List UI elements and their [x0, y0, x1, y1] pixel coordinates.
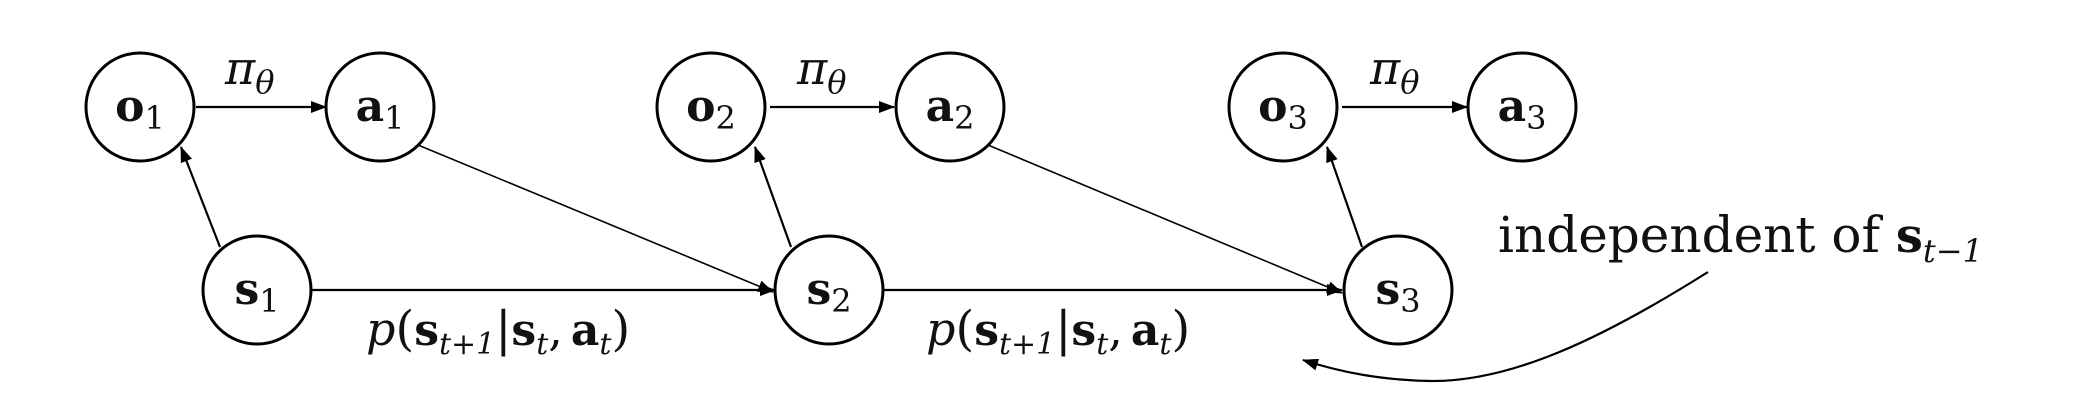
- node-a1: a1: [324, 51, 436, 163]
- node-o3-label: o: [1258, 81, 1287, 132]
- node-a3: a3: [1466, 51, 1578, 163]
- edge-s1-to-o1: [179, 146, 222, 248]
- node-o1: o1: [84, 51, 196, 163]
- svg-text:o3: o3: [1258, 81, 1308, 137]
- transition-label-1: p(st+1|st,at): [366, 301, 630, 362]
- node-a2: a2: [894, 51, 1006, 163]
- node-a3-subscript: 3: [1526, 99, 1546, 137]
- annotation-arrow: [1302, 271, 1709, 383]
- policy-labels: πθ πθ πθ: [224, 41, 1420, 101]
- node-o3: o3: [1227, 51, 1339, 163]
- annotation-subscript: t−1: [1923, 232, 1983, 270]
- policy-label-3: πθ: [1369, 41, 1420, 101]
- node-o1-label: o: [115, 81, 144, 132]
- node-a3-label: a: [1498, 81, 1527, 132]
- node-s3-label: s: [1375, 264, 1400, 315]
- node-s1: s1: [201, 234, 313, 346]
- node-a2-subscript: 2: [954, 99, 974, 137]
- node-s3-subscript: 3: [1400, 282, 1420, 320]
- annotation-text: independent of st−1: [1498, 206, 1983, 270]
- node-o1-subscript: 1: [145, 99, 165, 137]
- edge-s2-to-o2: [753, 146, 793, 248]
- svg-text:a1: a1: [356, 81, 405, 137]
- node-o2-label: o: [686, 81, 715, 132]
- transition-label-2: p(st+1|st,at): [926, 301, 1190, 362]
- transition-labels: p(st+1|st,at) p(st+1|st,at): [366, 301, 1190, 362]
- node-a1-label: a: [356, 81, 385, 132]
- node-a2-label: a: [926, 81, 955, 132]
- svg-text:o1: o1: [115, 81, 165, 137]
- node-o3-subscript: 3: [1288, 99, 1308, 137]
- svg-text:s2: s2: [806, 264, 851, 320]
- nodes-layer: o1 a1 s1 o2 a2: [84, 51, 1578, 346]
- policy-label-1: πθ: [224, 41, 275, 101]
- svg-text:a3: a3: [1498, 81, 1547, 137]
- svg-text:a2: a2: [926, 81, 975, 137]
- svg-text:s3: s3: [1375, 264, 1420, 320]
- node-s3: s3: [1342, 234, 1454, 346]
- node-s2-label: s: [806, 264, 831, 315]
- node-s1-subscript: 1: [259, 282, 279, 320]
- node-s2: s2: [773, 234, 885, 346]
- annotation-symbol: s: [1896, 208, 1923, 264]
- edge-s3-to-o3: [1325, 146, 1364, 248]
- svg-text:o2: o2: [686, 81, 736, 137]
- edge-a1-to-s2: [417, 144, 774, 293]
- annotation-prefix: independent of: [1498, 206, 1896, 264]
- edge-a2-to-s3: [987, 144, 1343, 294]
- edges-layer: [179, 101, 1709, 383]
- policy-label-2: πθ: [796, 41, 847, 101]
- node-o2-subscript: 2: [716, 99, 736, 137]
- node-o2: o2: [655, 51, 767, 163]
- svg-text:s1: s1: [234, 264, 279, 320]
- node-a1-subscript: 1: [384, 99, 404, 137]
- node-s1-label: s: [234, 264, 259, 315]
- node-s2-subscript: 2: [831, 282, 851, 320]
